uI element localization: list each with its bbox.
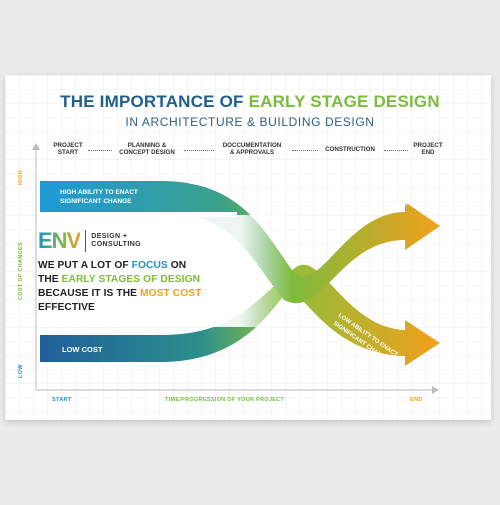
logo-mark: ENV: [38, 228, 81, 253]
phase-planning: PLANNING & CONCEPT DESIGN: [112, 142, 182, 156]
phase-project-start: PROJECT START: [50, 142, 86, 156]
phase-project-end-line2: END: [421, 149, 435, 156]
company-logo: ENV DESIGN + CONSULTING: [38, 230, 141, 252]
phase-divider-4: [384, 150, 408, 151]
high-ability-label-1: HIGH ABILITY TO ENACT: [60, 189, 138, 196]
message-line-2: THE EARLY STAGES OF DESIGN: [38, 273, 268, 287]
phase-documentation: DOCCUMENTATION & APPROVALS: [214, 142, 290, 156]
phase-documentation-line1: DOCCUMENTATION: [222, 142, 282, 149]
x-axis-end: END: [410, 397, 423, 403]
phase-project-start-line1: PROJECT: [53, 142, 83, 149]
x-axis-start: START: [52, 397, 72, 403]
phase-project-start-line2: START: [57, 149, 79, 156]
message-line-4: EFFECTIVE: [38, 301, 268, 315]
message-most-cost: MOST COST: [140, 288, 202, 299]
logo-mark-text: ENV: [38, 228, 81, 253]
message-effective: EFFECTIVE: [38, 302, 95, 313]
title-part-1: THE IMPORTANCE OF: [60, 92, 244, 111]
logo-line-2: CONSULTING: [91, 241, 142, 248]
phase-documentation-line2: & APPROVALS: [229, 149, 274, 156]
high-ability-label-2: SIGNIFICANT CHANGE: [60, 198, 132, 205]
logo-line-1: DESIGN +: [91, 233, 128, 240]
key-message: WE PUT A LOT OF FOCUS ON THE EARLY STAGE…: [38, 259, 268, 315]
phase-divider-2: [184, 150, 214, 151]
message-text-6: BECAUSE IT IS THE: [38, 288, 140, 299]
subtitle: IN ARCHITECTURE & BUILDING DESIGN: [125, 115, 375, 129]
y-axis-low: LOW: [18, 364, 24, 378]
y-axis-arrowhead: [32, 143, 40, 150]
logo-backdrop: [37, 212, 237, 217]
x-axis-arrowhead: [432, 386, 439, 394]
phase-planning-line1: PLANNING &: [127, 142, 167, 149]
message-text-1: WE PUT A LOT OF: [38, 260, 132, 271]
message-text-3: ON: [167, 260, 187, 271]
x-axis-title: TIME/PROGRESSION OF YOUR PROJECT: [165, 397, 285, 403]
phase-project-end-line1: PROJECT: [413, 142, 443, 149]
phase-planning-line2: CONCEPT DESIGN: [119, 149, 175, 156]
logo-text: DESIGN + CONSULTING: [91, 233, 141, 249]
phase-project-end: PROJECT END: [408, 142, 448, 156]
low-cost-label: LOW COST: [62, 345, 103, 354]
message-early-stages: EARLY STAGES OF DESIGN: [61, 274, 201, 285]
phase-divider-3: [292, 150, 318, 151]
message-focus: FOCUS: [131, 260, 168, 271]
message-line-3: BECAUSE IT IS THE MOST COST: [38, 287, 268, 301]
phase-divider-1: [88, 150, 112, 151]
logo-separator: [85, 230, 87, 252]
message-text-4: THE: [38, 274, 62, 285]
y-axis-high: HIGH: [18, 170, 24, 185]
phase-construction-line1: CONSTRUCTION: [325, 146, 375, 153]
message-backdrop: [37, 215, 292, 327]
y-axis-title: COST OF CHANGES: [18, 242, 24, 300]
phase-construction: CONSTRUCTION: [318, 146, 382, 153]
title-part-2: EARLY STAGE DESIGN: [248, 92, 440, 111]
message-line-1: WE PUT A LOT OF FOCUS ON: [38, 259, 268, 273]
main-title: THE IMPORTANCE OF EARLY STAGE DESIGN: [0, 92, 500, 112]
